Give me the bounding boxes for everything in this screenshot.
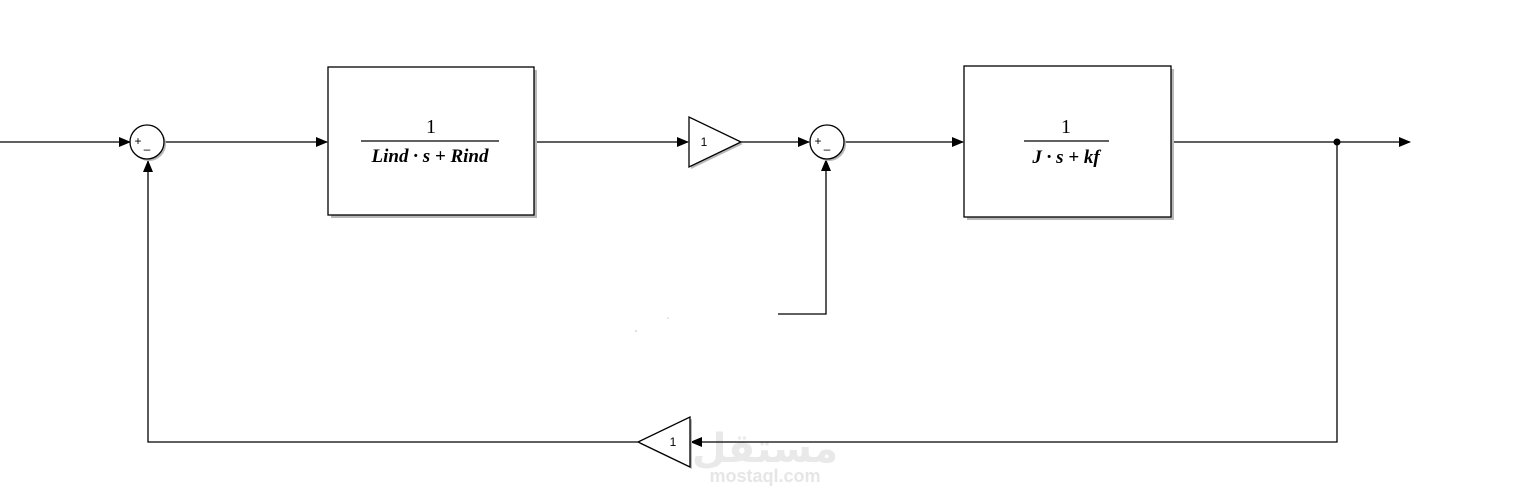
sum2-plus-sign: + <box>814 134 821 148</box>
sum2-minus-sign: – <box>824 142 831 156</box>
sum1-minus-sign: – <box>144 142 151 156</box>
forward-gain-value: 1 <box>701 135 708 149</box>
feedback-gain-block[interactable]: 1 <box>636 415 692 469</box>
watermark: مستقل mostaql.com <box>692 426 838 486</box>
electrical-denominator: Lind · s + Rind <box>371 146 489 167</box>
feedback-line-to-sum1[interactable] <box>143 160 638 443</box>
feedback-gain-value: 1 <box>670 435 677 449</box>
disturbance-line-to-sum2[interactable] <box>778 159 831 315</box>
mechanical-transfer-function-block[interactable]: 1 J · s + kf <box>963 65 1174 220</box>
sum-block-1[interactable]: + – <box>129 124 166 161</box>
mechanical-numerator: 1 <box>1061 116 1071 138</box>
mechanical-denominator: J · s + kf <box>1031 147 1101 168</box>
sum-block-2[interactable]: + – <box>809 124 846 161</box>
speck <box>635 330 637 332</box>
watermark-latin: mostaql.com <box>709 466 820 486</box>
speck <box>667 317 669 319</box>
watermark-arabic: مستقل <box>692 426 838 472</box>
forward-gain-block[interactable]: 1 <box>688 115 743 169</box>
electrical-transfer-function-block[interactable]: 1 Lind · s + Rind <box>327 66 537 218</box>
sum1-plus-sign: + <box>134 134 141 148</box>
electrical-numerator: 1 <box>426 116 436 138</box>
feedback-line-to-gain[interactable] <box>690 142 1338 447</box>
